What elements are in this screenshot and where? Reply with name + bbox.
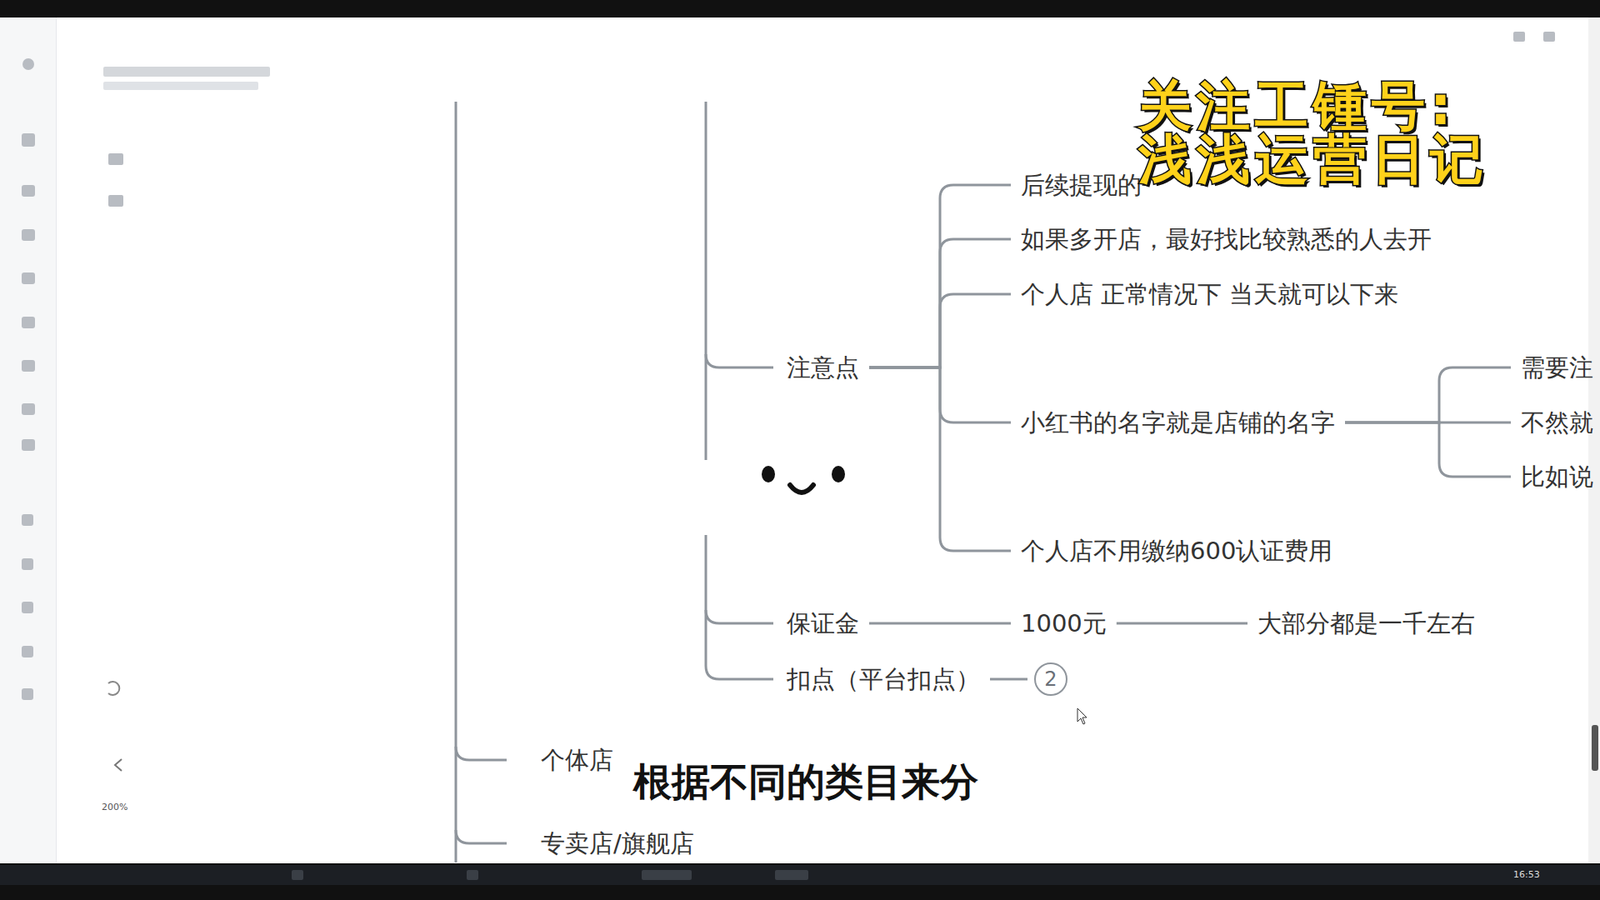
branch-connector — [869, 185, 1011, 368]
branch-connector — [990, 677, 1028, 680]
mindmap-topic: 小红书的名字就是店铺的名字 — [1017, 406, 1339, 440]
mindmap-topic: 比如说 — [1517, 460, 1597, 494]
mindmap-topic: 扣点（平台扣点） — [783, 663, 984, 696]
branch-connector — [869, 621, 1011, 625]
branch-connector — [869, 294, 1011, 368]
mindmap-topic: 专卖店/旗舰店 — [537, 827, 698, 860]
topic-text: 扣点（平台扣点） — [786, 665, 980, 694]
topic-text: 个体店 — [540, 745, 614, 775]
branch-connector — [869, 239, 1011, 368]
topic-text: 后续提现的 — [1020, 170, 1142, 200]
branch-connector — [1345, 422, 1511, 477]
watermark: 浅浅运营日记 — [1138, 123, 1489, 196]
topic-text: 不然就 — [1520, 408, 1594, 437]
branch-connector — [869, 367, 1011, 551]
branch-connector — [1116, 621, 1248, 625]
topic-text: 如果多开店，最好找比较熟悉的人去开 — [1020, 225, 1432, 254]
mindmap-topic: 如果多开店，最好找比较熟悉的人去开 — [1017, 223, 1435, 256]
topic-text: 专卖店/旗舰店 — [540, 829, 695, 858]
mindmap-topic: 不然就 — [1517, 406, 1597, 440]
topic-text: 个人店 正常情况下 当天就可以下来 — [1020, 280, 1399, 309]
topic-text: 小红书的名字就是店铺的名字 — [1020, 408, 1335, 437]
topic-text: 比如说 — [1520, 462, 1594, 491]
topic-text: 保证金 — [786, 609, 860, 638]
mindmap-topic: 注意点 — [783, 351, 863, 385]
mindmap-topic: 后续提现的 — [1017, 169, 1145, 202]
collapse-count-circle: 2 — [1034, 662, 1068, 696]
mindmap-topic: 1000元 — [1017, 607, 1110, 640]
branch-connector — [1345, 367, 1511, 423]
topic-text: 大部分都是一千左右 — [1257, 609, 1475, 638]
topic-text: 1000元 — [1020, 609, 1107, 638]
topic-text: 2 — [1044, 667, 1057, 692]
mindmap-topic: 个体店 — [537, 744, 617, 777]
mindmap-topic: 个人店 正常情况下 当天就可以下来 — [1017, 278, 1402, 311]
mindmap-topic: 需要注 — [1517, 351, 1597, 385]
taskbar-clock: 16:53 — [1513, 869, 1540, 880]
video-subtitle: 根据不同的类目来分 — [633, 756, 979, 809]
topic-text: 个人店不用缴纳600认证费用 — [1020, 536, 1333, 565]
mindmap-topic: 大部分都是一千左右 — [1254, 607, 1479, 640]
mindmap-topic: 个人店不用缴纳600认证费用 — [1017, 535, 1336, 568]
mindmap-topic: 保证金 — [783, 607, 863, 640]
zoom-level: 200% — [101, 801, 128, 813]
topic-text: 注意点 — [786, 353, 860, 382]
topic-text: 需要注 — [1520, 353, 1594, 382]
